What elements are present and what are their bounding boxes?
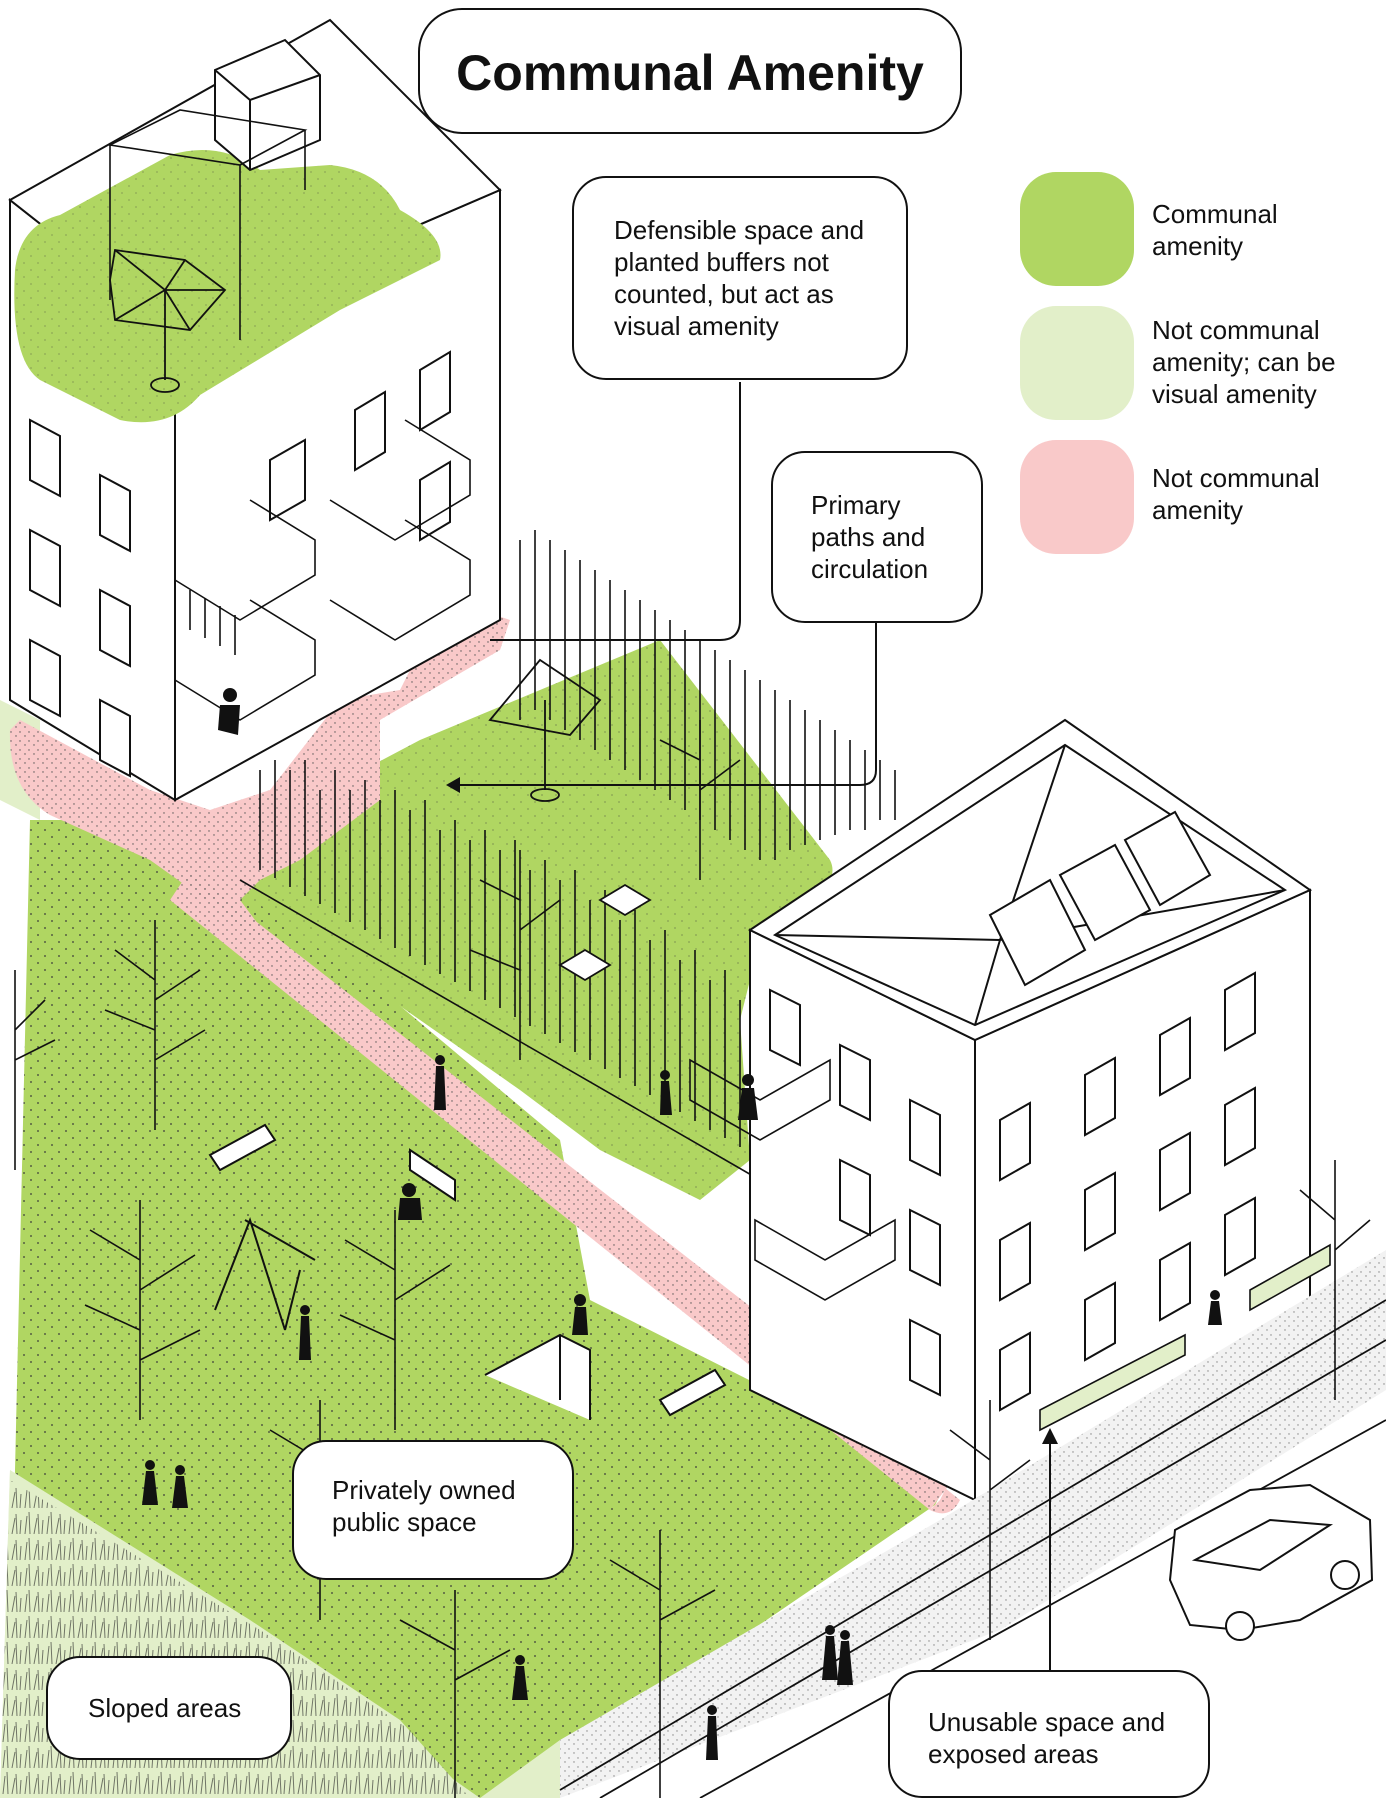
trampoline-icons xyxy=(558,883,652,982)
left-building-roof-terrace xyxy=(14,150,441,423)
callout-primary-paths: Primary paths and circulation xyxy=(771,451,983,623)
page-title: Communal Amenity xyxy=(456,45,924,101)
callout-unusable-space: Unusable space and exposed areas xyxy=(888,1670,1210,1798)
pops-lawn xyxy=(11,820,948,1798)
callout-sloped-areas: Sloped areas xyxy=(46,1656,292,1760)
planter-boxes xyxy=(1039,1243,1331,1432)
parked-car-icon xyxy=(1168,1483,1374,1641)
callout-defensible-space: Defensible space and planted buffers not… xyxy=(572,176,908,380)
callout-privately-owned: Privately owned public space xyxy=(292,1440,574,1580)
bench-icon xyxy=(208,1123,727,1417)
legend-swatch-not-communal xyxy=(1020,440,1134,554)
roof-stair-enclosure xyxy=(214,38,321,172)
legend-label-communal: Communal amenity xyxy=(1152,199,1278,261)
courtyard-umbrella-icon xyxy=(488,658,602,802)
courtyard-fence xyxy=(239,530,896,1181)
legend-label-visual: Not communal amenity; can be visual amen… xyxy=(1152,315,1336,409)
people-silhouettes xyxy=(142,688,1222,1760)
callout-defensible-text: Defensible space and planted buffers not… xyxy=(614,215,865,341)
legend-swatch-communal xyxy=(1020,172,1134,286)
arrowheads xyxy=(446,777,1058,1444)
callout-unusable-text: Unusable space and exposed areas xyxy=(928,1707,1166,1769)
slide-icon xyxy=(484,1333,591,1420)
skylights xyxy=(988,810,1212,987)
callout-sloped-text: Sloped areas xyxy=(88,1693,242,1723)
callout-privately-owned-text: Privately owned public space xyxy=(332,1475,516,1537)
street-pavement xyxy=(560,1250,1386,1798)
right-building-balconies xyxy=(689,1058,896,1301)
legend-swatch-visual xyxy=(1020,306,1134,420)
roof-pergola xyxy=(107,109,308,340)
title-box: Communal Amenity xyxy=(418,8,962,134)
swing-icon xyxy=(214,1216,316,1331)
left-building-windows xyxy=(29,350,451,778)
callout-primary-paths-text: Primary paths and circulation xyxy=(811,490,929,584)
left-building-balconies xyxy=(174,419,471,721)
legend-label-not-communal: Not communal amenity xyxy=(1152,463,1320,525)
street-kerb xyxy=(559,1299,1386,1798)
right-building-windows xyxy=(769,971,1256,1412)
